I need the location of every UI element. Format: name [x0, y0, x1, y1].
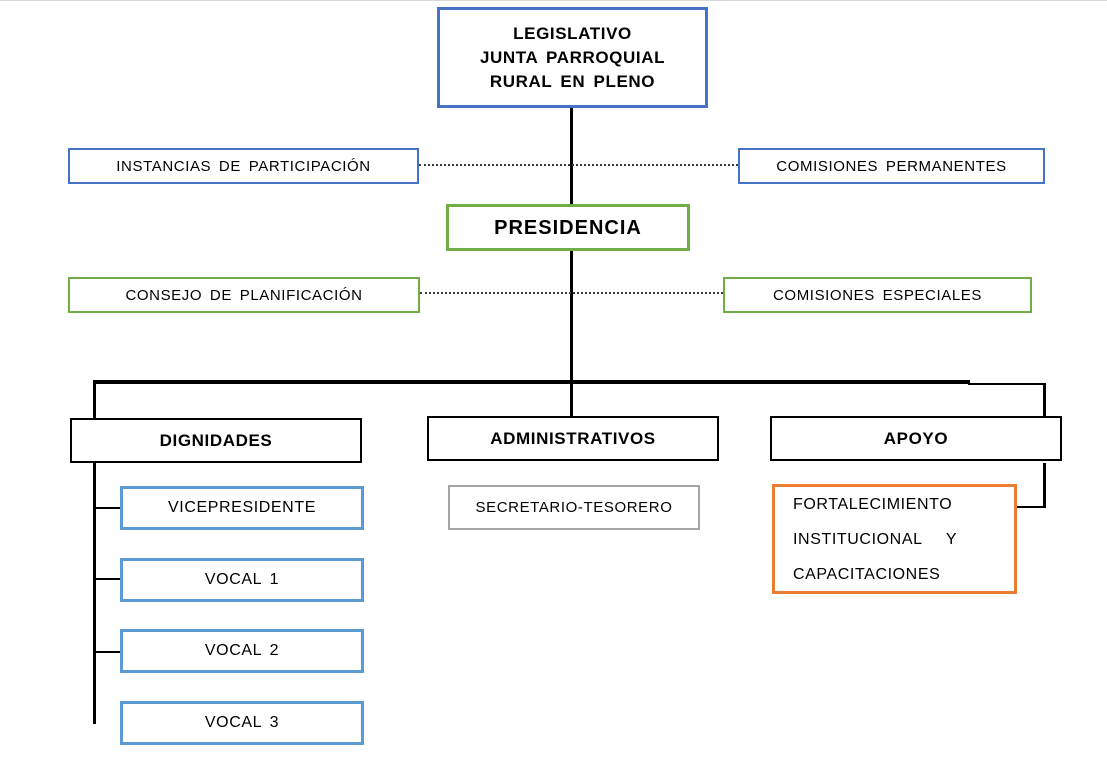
- node-vocal-1: VOCAL 1: [120, 558, 364, 602]
- connector-stub-vicepresidente: [93, 507, 120, 509]
- node-consejo-de-planificacion: CONSEJO DE PLANIFICACIÓN: [68, 277, 420, 313]
- connector-drop-administrativos: [570, 384, 573, 416]
- connector-right-horizontal-thin: [968, 383, 1045, 385]
- node-vocal-2: VOCAL 2: [120, 629, 364, 673]
- node-comisiones-permanentes: COMISIONES PERMANENTES: [738, 148, 1045, 184]
- node-vocal-3: VOCAL 3: [120, 701, 364, 745]
- node-fortalecimiento-institucional: FORTALECIMIENTO INSTITUCIONAL Y CAPACITA…: [772, 484, 1017, 594]
- connector-drop-dignidades: [93, 380, 96, 418]
- node-comisiones-especiales: COMISIONES ESPECIALES: [723, 277, 1032, 313]
- node-presidencia: PRESIDENCIA: [446, 204, 690, 251]
- connector-stub-vocal2: [93, 651, 120, 653]
- node-apoyo: APOYO: [770, 416, 1062, 461]
- connector-stub-vocal1: [93, 578, 120, 580]
- node-vicepresidente: VICEPRESIDENTE: [120, 486, 364, 530]
- connector-dotted-row2: [420, 292, 723, 294]
- node-administrativos: ADMINISTRATIVOS: [427, 416, 719, 461]
- node-legislativo-junta-parroquial: LEGISLATIVO JUNTA PARROQUIAL RURAL EN PL…: [437, 7, 708, 108]
- connector-apoyo-to-fortalecimiento-vertical: [1043, 463, 1046, 508]
- connector-main-horizontal: [93, 380, 970, 384]
- node-secretario-tesorero: SECRETARIO-TESORERO: [448, 485, 700, 530]
- connector-dotted-row1: [419, 164, 738, 166]
- connector-top-vertical: [570, 108, 573, 204]
- connector-mid-vertical: [570, 251, 573, 384]
- connector-dignidades-rail: [93, 461, 96, 724]
- node-instancias-de-participacion: INSTANCIAS DE PARTICIPACIÓN: [68, 148, 419, 184]
- connector-apoyo-to-fortalecimiento-elbow: [1017, 506, 1046, 508]
- node-dignidades: DIGNIDADES: [70, 418, 362, 463]
- connector-drop-apoyo: [1043, 383, 1046, 416]
